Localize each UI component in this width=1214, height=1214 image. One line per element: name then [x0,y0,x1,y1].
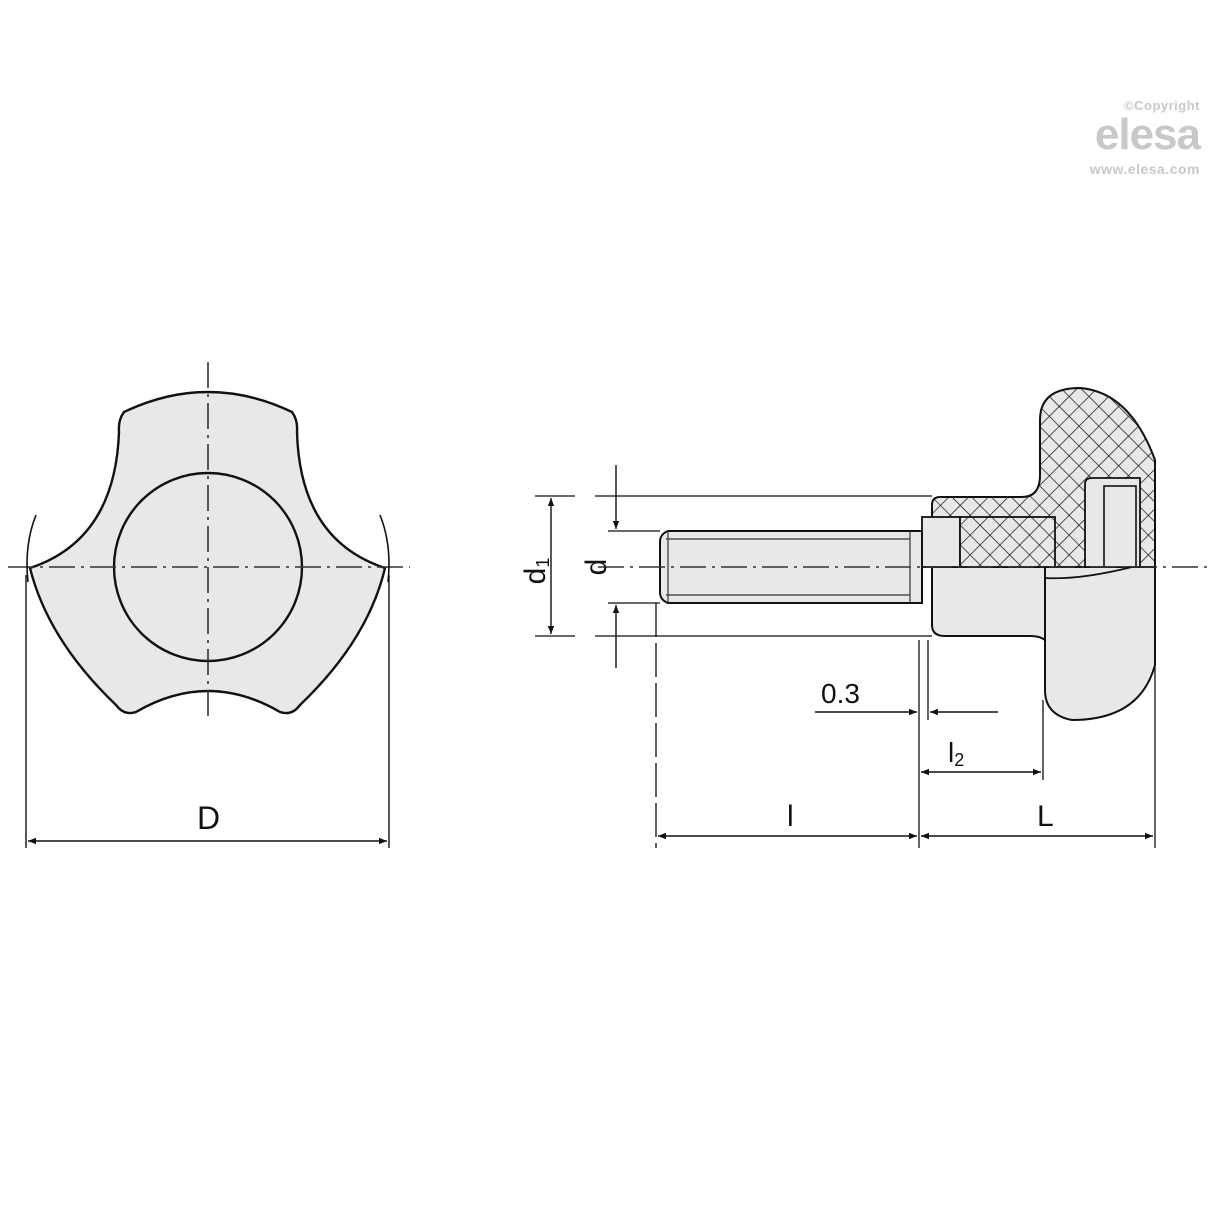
side-view [535,386,1210,848]
copyright-text: ©Copyright [1124,98,1200,113]
elesa-watermark: ©Copyright elesa www.elesa.com [1050,98,1201,177]
svg-text:d: d [580,559,613,576]
brand-logo: elesa [1094,110,1201,159]
svg-text:d1: d1 [519,558,553,585]
website-url: www.elesa.com [1089,161,1200,177]
label-D: D [197,800,220,836]
knob-head-profile [1044,566,1156,722]
label-L: L [1037,800,1054,833]
front-view [8,362,410,848]
label-d1: d1 [519,558,553,585]
label-d: d [580,559,613,576]
label-l2: l2 [948,737,964,770]
label-gap-0-3: 0.3 [821,678,860,709]
label-l: l [787,800,794,833]
